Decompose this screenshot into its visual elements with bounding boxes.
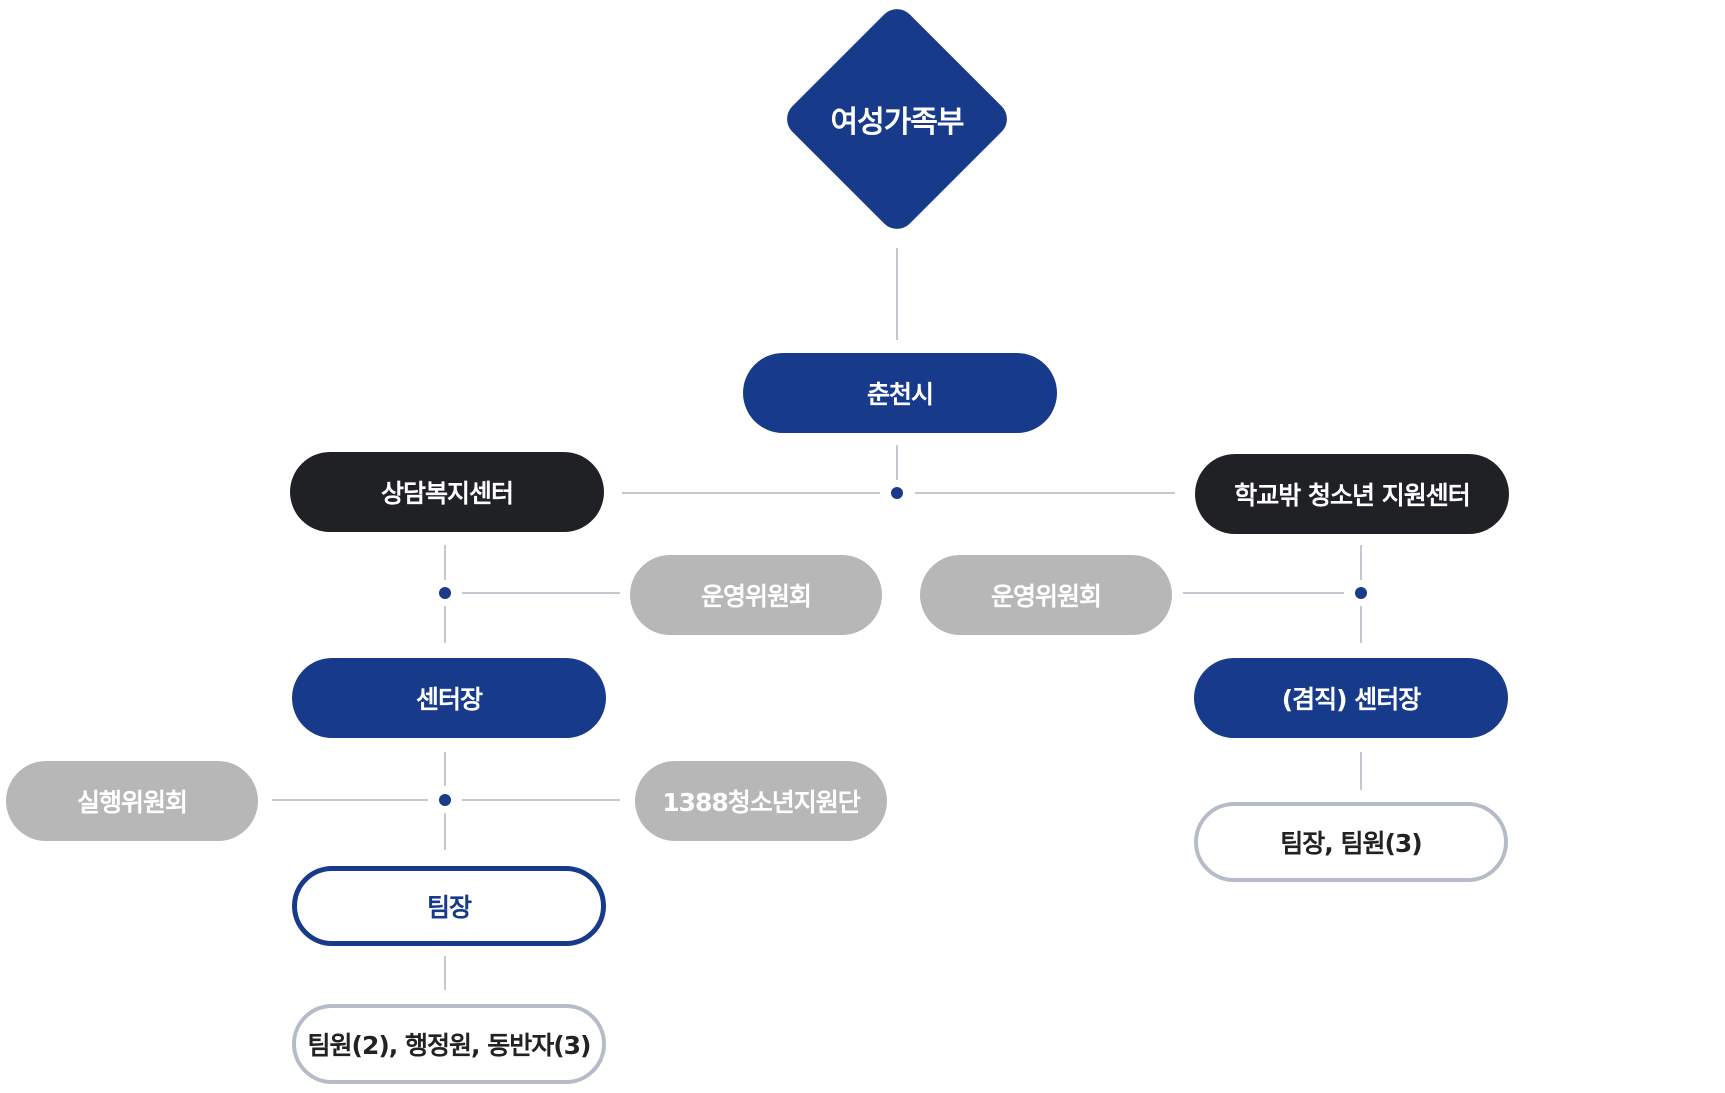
support-team-node: 1388청소년지원단 bbox=[635, 761, 887, 841]
counseling-director-node: 센터장 bbox=[292, 658, 606, 738]
executive-committee-node: 실행위원회 bbox=[6, 761, 258, 841]
out-of-school-staff-node: 팀장, 팀원(3) bbox=[1194, 802, 1508, 882]
junction-dot-top bbox=[891, 487, 903, 499]
counseling-center-node: 상담복지센터 bbox=[290, 452, 604, 532]
city-node: 춘천시 bbox=[743, 353, 1057, 433]
out-of-school-director-node: (겸직) 센터장 bbox=[1194, 658, 1508, 738]
out-of-school-committee-node: 운영위원회 bbox=[920, 555, 1172, 635]
ministry-node: 여성가족부 bbox=[779, 1, 1015, 237]
counseling-committee-node: 운영위원회 bbox=[630, 555, 882, 635]
junction-dot-right-committee bbox=[1355, 587, 1367, 599]
out-of-school-center-node: 학교밖 청소년 지원센터 bbox=[1195, 454, 1509, 534]
junction-dot-director bbox=[439, 794, 451, 806]
ministry-label: 여성가족부 bbox=[830, 105, 965, 140]
counseling-staff-node: 팀원(2), 행정원, 동반자(3) bbox=[292, 1004, 606, 1084]
team-leader-node: 팀장 bbox=[292, 866, 606, 946]
junction-dot-left-committee bbox=[439, 587, 451, 599]
